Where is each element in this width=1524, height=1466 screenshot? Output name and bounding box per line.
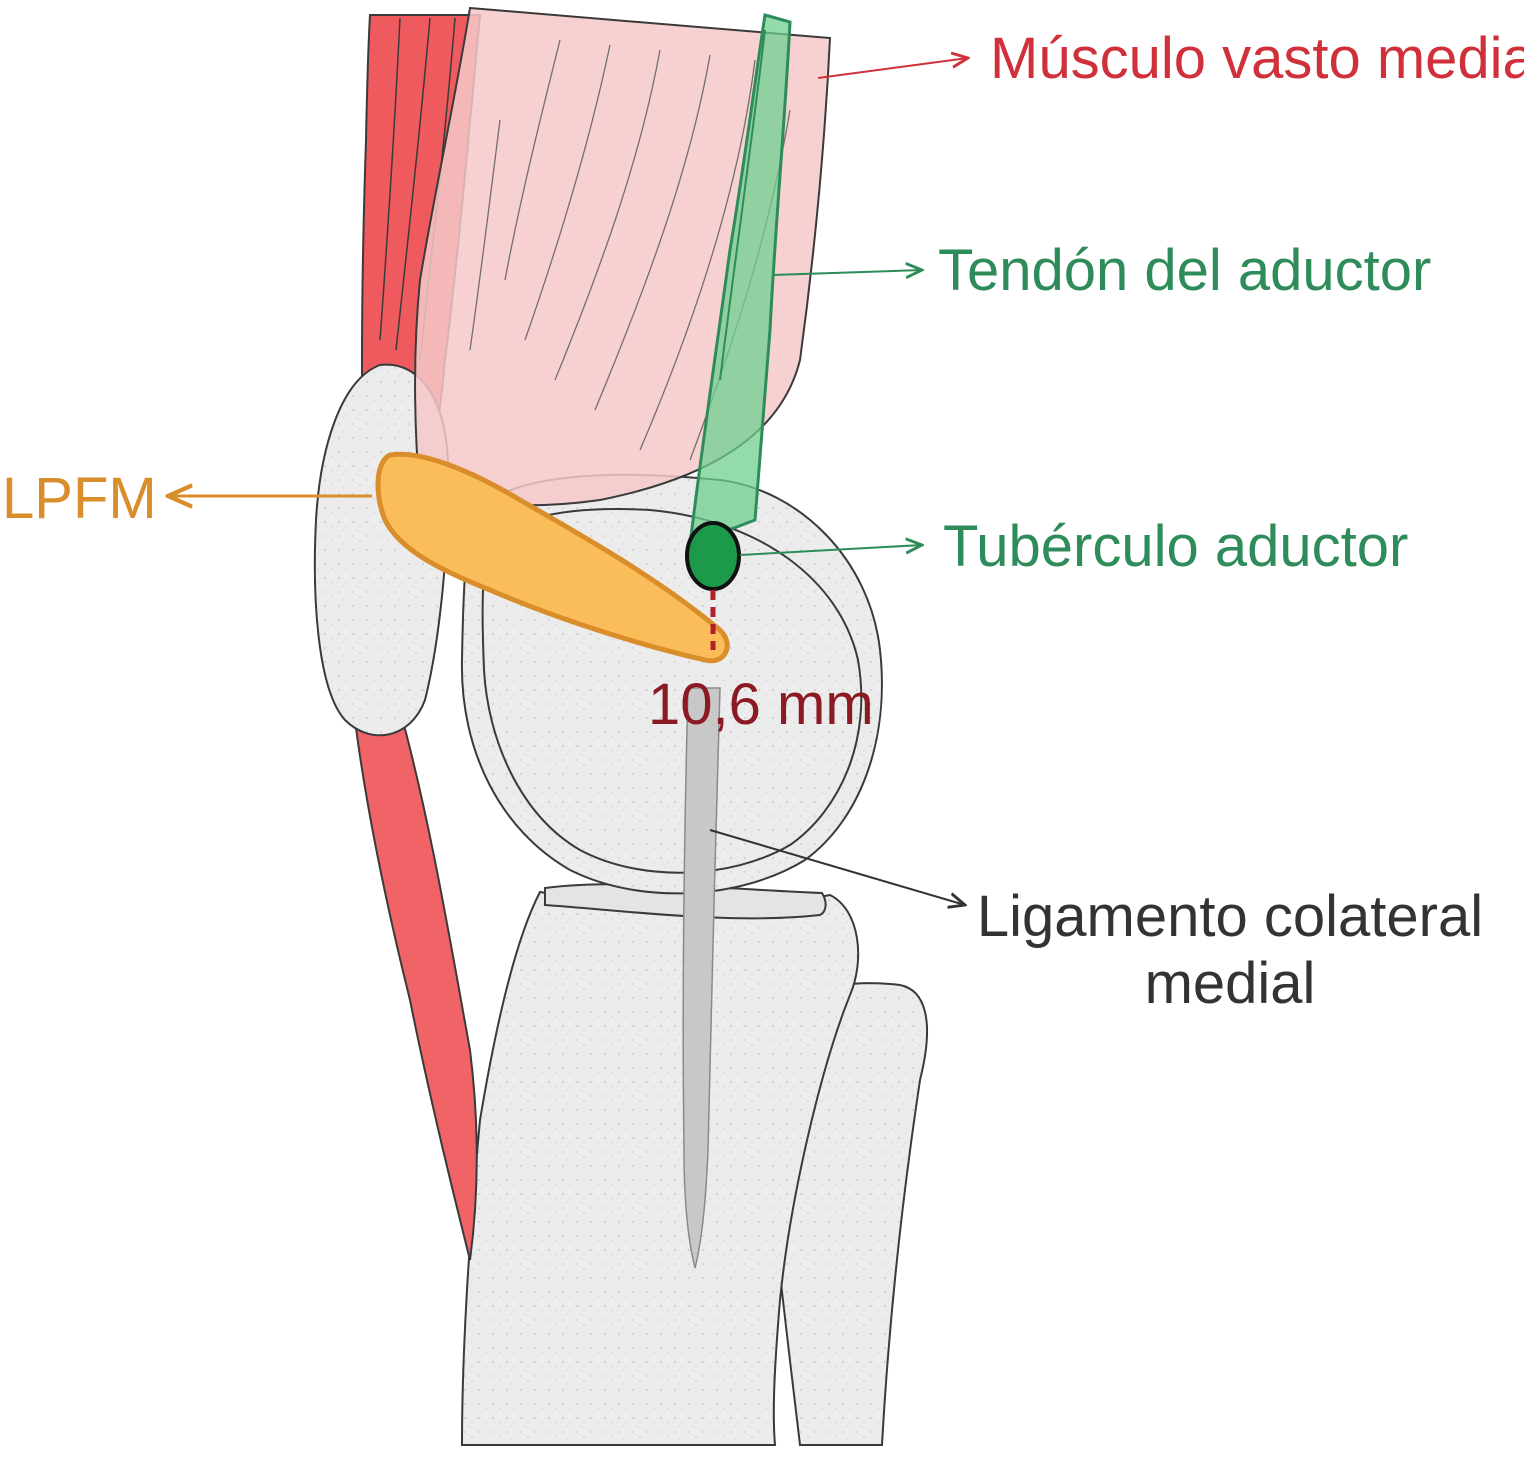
arrow-vasto-medial <box>818 58 968 78</box>
adductor-tubercle <box>687 523 739 589</box>
label-ligamento-line1: Ligamento colateral <box>977 884 1483 949</box>
sartorius-muscle <box>355 710 477 1260</box>
label-lpfm: LPFM <box>2 466 157 531</box>
label-distance: 10,6 mm <box>648 672 874 737</box>
label-vasto-medial: Músculo vasto medial <box>990 26 1524 91</box>
label-ligamento-line2: medial <box>1145 951 1316 1016</box>
label-tendon-aductor: Tendón del aductor <box>938 238 1431 303</box>
label-tuberculo-aductor: Tubérculo aductor <box>943 514 1408 579</box>
